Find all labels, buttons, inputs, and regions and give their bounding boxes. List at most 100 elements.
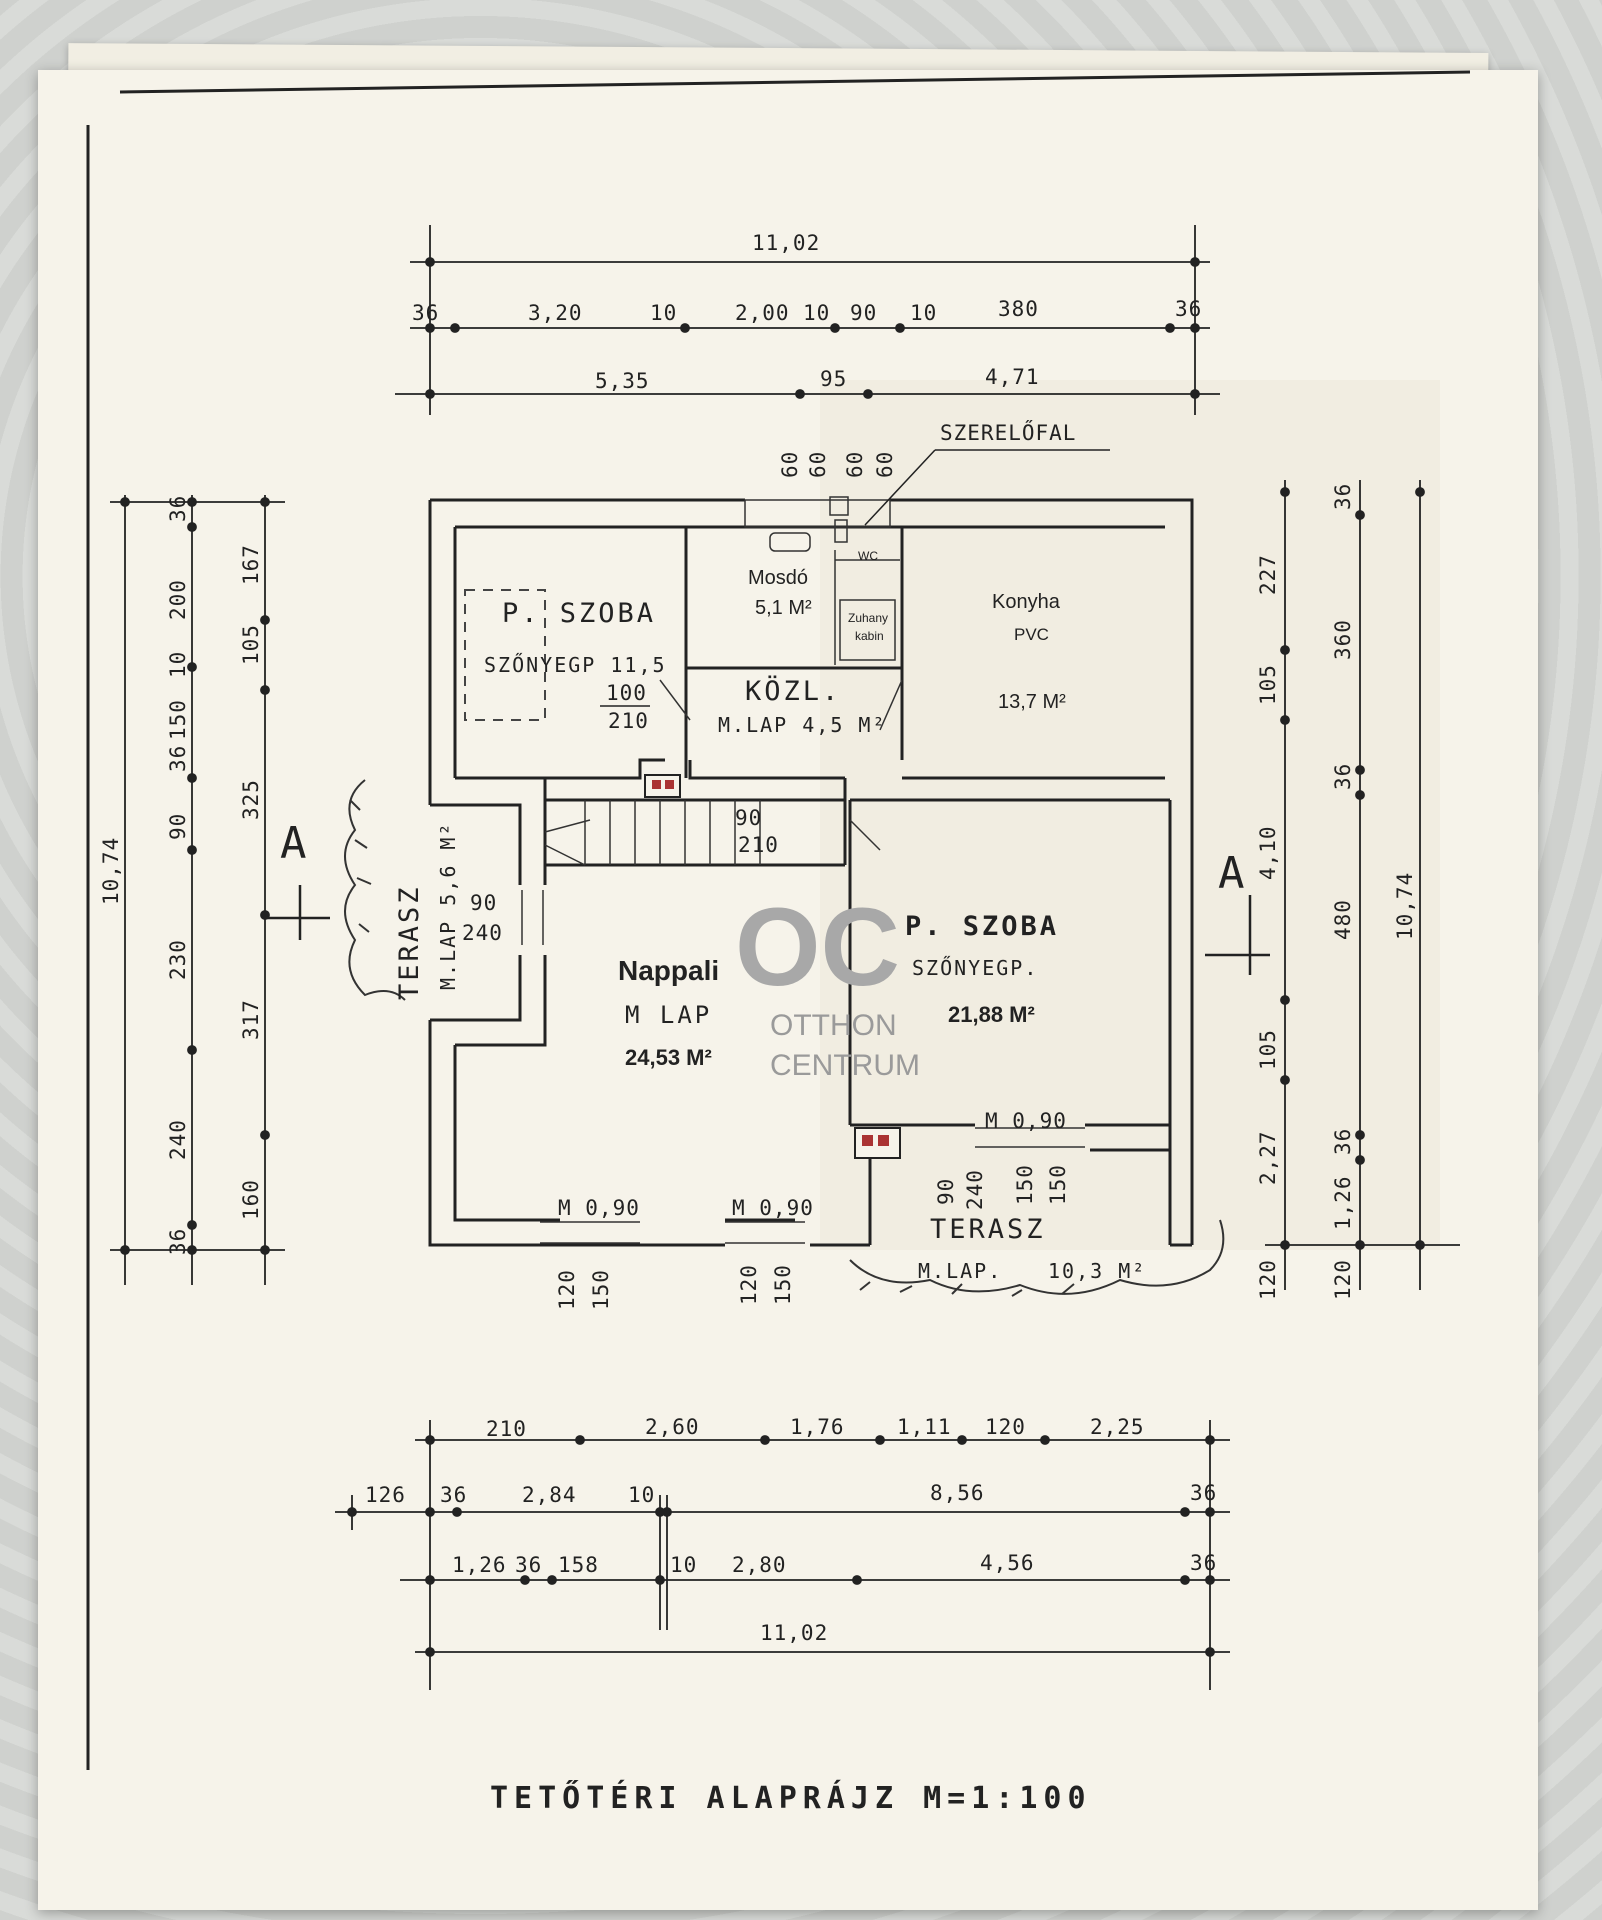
- openings: [521, 496, 1085, 1244]
- szerelofal-label: SZERELŐFAL: [940, 420, 1076, 445]
- m090-c: M 0,90: [985, 1109, 1067, 1133]
- watermark-logo: OC: [735, 886, 900, 1009]
- dim-top3-2: 4,71: [985, 365, 1040, 389]
- room-terasz-right-area: 10,3 M²: [1048, 1259, 1146, 1283]
- dim-left-in-0: 167: [239, 544, 263, 585]
- room-wc: WC: [858, 549, 878, 563]
- dim-left-in-1: 105: [239, 624, 263, 665]
- dim-left-6: 90: [166, 813, 190, 840]
- dim-left-10: 240: [166, 1119, 190, 1160]
- top-60-3: 60: [873, 451, 897, 478]
- dim-bot1-0: 210: [486, 1417, 527, 1441]
- dim-left-in-2: 325: [239, 779, 263, 820]
- dim-top2-2: 10: [650, 301, 677, 325]
- r-90: 90: [934, 1178, 958, 1205]
- room-zuhany-2: kabin: [855, 629, 884, 643]
- dim-left-0: 36: [166, 495, 190, 522]
- dim-top2-0: 36: [412, 301, 439, 325]
- top-60-1: 60: [806, 451, 830, 478]
- section-a-left: A: [280, 818, 310, 869]
- dim-right-in-2: 4,10: [1256, 825, 1280, 880]
- room-konyha-name: Konyha: [992, 591, 1061, 613]
- dim-bot3-2: 158: [558, 1553, 599, 1577]
- dim-bot1-3: 1,11: [897, 1415, 952, 1439]
- room-kozl-name: KÖZL.: [745, 675, 841, 707]
- dim-right-4: 36: [1331, 1128, 1355, 1155]
- stairs: [544, 800, 761, 866]
- dim-bot3-4: 2,80: [732, 1553, 787, 1577]
- m090-b: M 0,90: [732, 1196, 814, 1220]
- room-zuhany-1: Zuhany: [848, 611, 888, 625]
- r-150b: 150: [1046, 1164, 1070, 1205]
- dim-right-in-3: 105: [1256, 1029, 1280, 1070]
- room-p-szoba-left-floor: SZŐNYEGP 11,5: [484, 653, 667, 677]
- terasz-door-240: 240: [462, 921, 503, 945]
- frame-top: [119, 70, 1471, 94]
- carpet-outline: [464, 589, 546, 721]
- dim-bot2-0: 126: [365, 1483, 406, 1507]
- dim-right-2: 36: [1331, 763, 1355, 790]
- r-240: 240: [963, 1169, 987, 1210]
- dim-right-0: 36: [1331, 483, 1355, 510]
- dim-right-1: 360: [1331, 619, 1355, 660]
- door-90: 90: [735, 806, 762, 830]
- room-nappali-floor: M LAP: [625, 1001, 712, 1029]
- dim-bot1-2: 1,76: [790, 1415, 845, 1439]
- sill-120b: 120: [737, 1264, 761, 1305]
- dim-bot2-2: 2,84: [522, 1483, 577, 1507]
- watermark-line1: OTTHON: [770, 1009, 897, 1042]
- door-100: 100: [606, 681, 647, 705]
- dim-bot2-3: 10: [628, 1483, 655, 1507]
- top-60-0: 60: [778, 451, 802, 478]
- dim-bot1-4: 120: [985, 1415, 1026, 1439]
- dim-right-total: 10,74: [1393, 872, 1417, 940]
- room-p-szoba-right-area: 21,88 M²: [948, 1002, 1035, 1027]
- room-terasz-right-floor: M.LAP.: [918, 1259, 1002, 1283]
- room-terasz-left-name: TERASZ: [394, 884, 425, 1000]
- room-nappali-area: 24,53 M²: [625, 1045, 712, 1070]
- foliage: [344, 779, 1225, 1297]
- dim-top-total: 11,02: [752, 231, 820, 255]
- dim-top2-1: 3,20: [528, 301, 583, 325]
- section-lines: [265, 885, 1270, 975]
- terasz-door-90: 90: [470, 891, 497, 915]
- room-terasz-left-floor: M.LAP 5,6 M²: [436, 822, 460, 991]
- room-p-szoba-right-name: P. SZOBA: [905, 911, 1059, 942]
- dim-bot3-6: 36: [1190, 1551, 1217, 1575]
- dim-bot2-4: 8,56: [930, 1481, 985, 1505]
- door-210a: 210: [608, 709, 649, 733]
- dim-top3-0: 5,35: [595, 369, 650, 393]
- dim-bot3-1: 36: [515, 1553, 542, 1577]
- dim-top2-8: 36: [1175, 297, 1202, 321]
- room-mosdo-area: 5,1 M²: [755, 597, 812, 619]
- dim-top3-1: 95: [820, 367, 847, 391]
- dimension-texts: 11,02 36 3,20 10 2,00 10 90 10 380 36 5,…: [99, 231, 1417, 1645]
- section-a-right: A: [1218, 848, 1248, 899]
- dim-right-in-5: 120: [1256, 1259, 1280, 1300]
- room-p-szoba-right-floor: SZŐNYEGP.: [912, 956, 1038, 980]
- walls: [428, 498, 1194, 1247]
- dim-left-total: 10,74: [99, 837, 123, 905]
- dim-left-11: 36: [166, 1228, 190, 1255]
- m090-a: M 0,90: [558, 1196, 640, 1220]
- dim-bot1-1: 2,60: [645, 1415, 700, 1439]
- dim-right-6: 120: [1331, 1259, 1355, 1300]
- dim-bot1-5: 2,25: [1090, 1415, 1145, 1439]
- dim-right-3: 480: [1331, 899, 1355, 940]
- dim-left-in-4: 160: [239, 1179, 263, 1220]
- sill-150a: 150: [589, 1269, 613, 1310]
- room-kozl-floor: M.LAP 4,5 M²: [718, 713, 887, 737]
- r-150a: 150: [1013, 1164, 1037, 1205]
- dim-bot2-1: 36: [440, 1483, 467, 1507]
- door-210b: 210: [738, 833, 779, 857]
- dim-left-5: 36: [166, 745, 190, 772]
- dim-top2-3: 2,00: [735, 301, 790, 325]
- room-nappali-name: Nappali: [618, 955, 719, 986]
- top-annotations: 60 60 60 60 SZERELŐFAL: [778, 420, 1110, 526]
- opening-labels: M 0,90 M 0,90 M 0,90 120 150 120 150 90 …: [555, 1109, 1070, 1310]
- sill-150b: 150: [771, 1264, 795, 1305]
- dim-bottom-total: 11,02: [760, 1621, 828, 1645]
- dim-right-5: 1,26: [1331, 1175, 1355, 1230]
- room-p-szoba-left-name: P. SZOBA: [502, 598, 656, 629]
- dimension-lines: [110, 225, 1460, 1690]
